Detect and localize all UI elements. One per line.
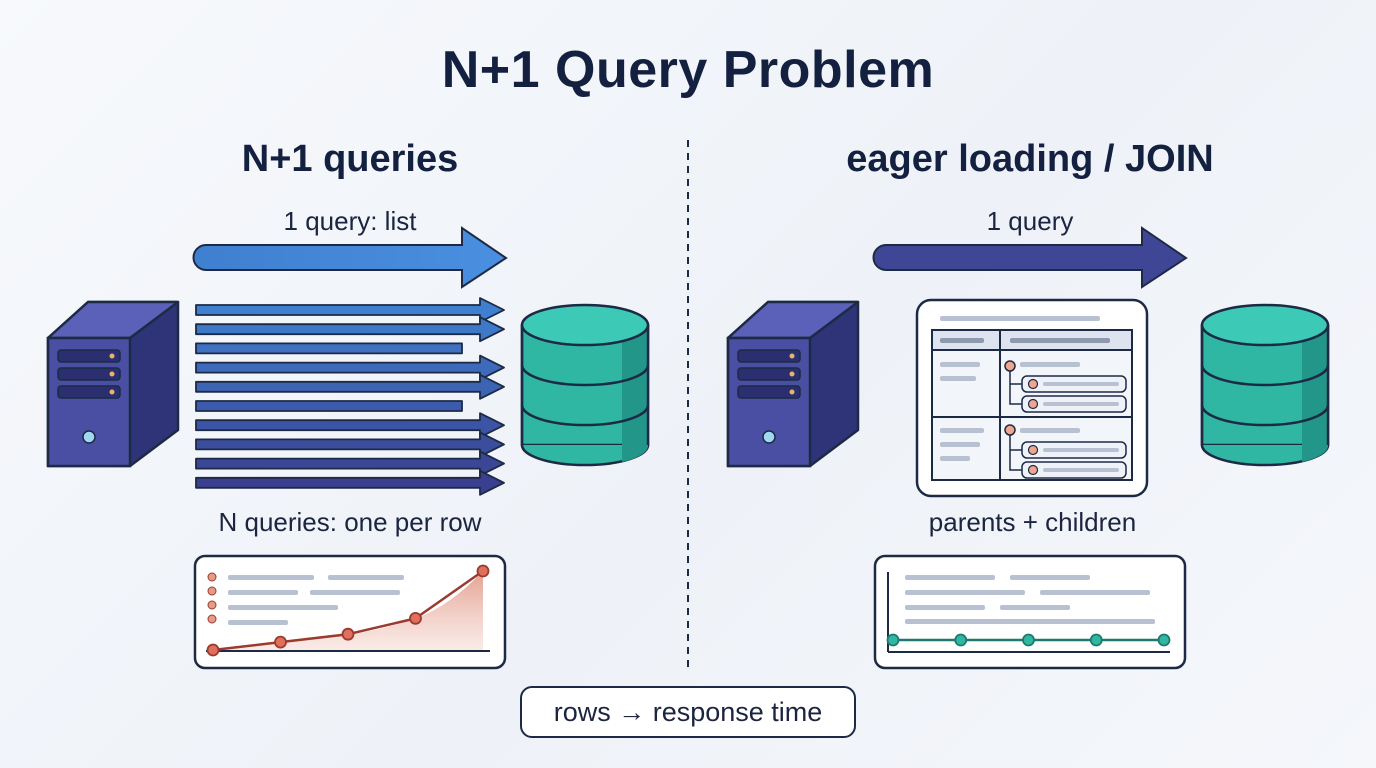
- n-query-arrow: [195, 412, 505, 439]
- data-point: [206, 643, 220, 657]
- flat-line-chart: [886, 633, 1171, 647]
- data-point: [1022, 633, 1035, 647]
- data-point: [1089, 633, 1103, 647]
- series-line: [212, 569, 484, 652]
- data-point: [886, 633, 900, 647]
- n-query-arrow: [195, 431, 505, 458]
- data-point: [1157, 633, 1171, 647]
- growth-chart-card: [193, 554, 507, 670]
- n-query-arrow: [195, 469, 505, 496]
- page-title: N+1 Query Problem: [441, 41, 935, 99]
- footer-legend: rows → response time: [520, 686, 856, 738]
- left-heading: N+1 queries: [241, 138, 459, 180]
- data-point: [274, 635, 287, 649]
- n-query-arrow: [195, 316, 505, 343]
- left-bottom-label: N queries: one per row: [218, 507, 482, 537]
- right-top-arrow-label: 1 query: [986, 206, 1074, 236]
- n-query-arrow: [195, 450, 505, 477]
- data-point: [954, 633, 968, 647]
- n-query-arrow: [195, 354, 505, 381]
- n-query-arrow: [195, 400, 463, 412]
- n-query-arrow: [195, 342, 463, 355]
- data-point: [476, 564, 490, 578]
- right-server-icon: [726, 300, 860, 468]
- footer-label: rows → response time: [553, 696, 823, 727]
- right-database-icon: [1200, 303, 1330, 467]
- data-point: [341, 627, 355, 641]
- left-top-arrow-label: 1 query: list: [283, 206, 417, 236]
- right-bottom-label: parents + children: [928, 507, 1137, 537]
- n-query-arrow: [195, 297, 505, 323]
- flat-chart-card: [873, 554, 1187, 670]
- chart-area: [213, 571, 483, 650]
- n-query-arrows: [195, 297, 505, 496]
- left-server-icon: [46, 300, 180, 468]
- left-database-icon: [520, 303, 650, 467]
- n-query-arrow: [195, 373, 505, 400]
- growth-line-chart: [206, 564, 490, 657]
- right-heading: eager loading / JOIN: [846, 138, 1214, 180]
- joined-table-icon: [915, 298, 1149, 498]
- data-point: [409, 612, 422, 625]
